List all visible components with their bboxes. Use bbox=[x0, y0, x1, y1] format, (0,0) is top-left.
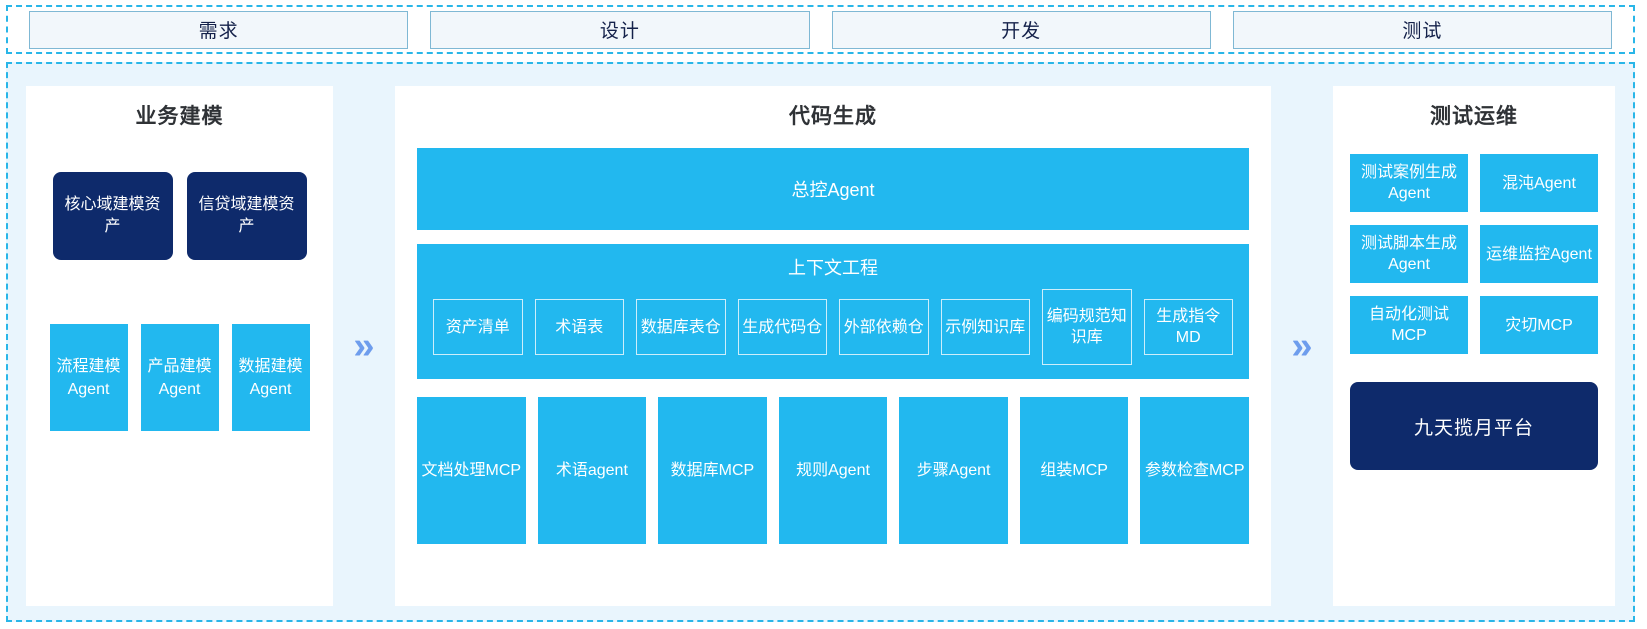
agent-card-process-modeling[interactable]: 流程建模Agent bbox=[49, 324, 128, 431]
context-chip-glossary[interactable]: 术语表 bbox=[534, 299, 624, 355]
phase-box-requirements[interactable]: 需求 bbox=[29, 10, 409, 49]
context-chip-generated-code-repo[interactable]: 生成代码仓 bbox=[737, 299, 827, 355]
business-asset-row: 核心域建模资产 信贷域建模资产 bbox=[26, 172, 333, 260]
panel-business-modeling: 业务建模 核心域建模资产 信贷域建模资产 流程建模Agent 产品建模Agent… bbox=[26, 86, 333, 606]
test-operations-grid: 测试案例生成Agent 混沌Agent 测试脚本生成Agent 运维监控Agen… bbox=[1350, 154, 1598, 354]
phase-box-testing[interactable]: 测试 bbox=[1232, 10, 1612, 49]
master-control-agent-bar[interactable]: 总控Agent bbox=[417, 148, 1249, 230]
context-chip-external-dependency-repo[interactable]: 外部依赖仓 bbox=[839, 299, 929, 355]
panel-code-generation: 代码生成 总控Agent 上下文工程 资产清单 术语表 数据库表仓 生成代码仓 … bbox=[395, 86, 1271, 606]
tool-card-assembly-mcp[interactable]: 组装MCP bbox=[1019, 397, 1129, 544]
panel-title-business-modeling: 业务建模 bbox=[135, 105, 224, 128]
phase-box-design[interactable]: 设计 bbox=[430, 10, 810, 49]
chevron-right-icon-left: » bbox=[353, 325, 375, 367]
phase-strip: 需求 设计 开发 测试 bbox=[6, 5, 1635, 54]
tool-card-database-mcp[interactable]: 数据库MCP bbox=[658, 397, 767, 544]
context-chip-coding-standard-knowledge-base[interactable]: 编码规范知识库 bbox=[1042, 289, 1132, 365]
context-chip-db-table-repo[interactable]: 数据库表仓 bbox=[636, 299, 726, 355]
phase-box-development[interactable]: 开发 bbox=[831, 10, 1211, 49]
tool-card-glossary-agent[interactable]: 术语agent bbox=[537, 397, 647, 544]
context-engineering-block: 上下文工程 资产清单 术语表 数据库表仓 生成代码仓 外部依赖仓 示例知识库 编… bbox=[417, 244, 1249, 379]
testops-card-automated-test-mcp[interactable]: 自动化测试MCP bbox=[1350, 296, 1468, 354]
chevron-right-icon-right: » bbox=[1291, 325, 1313, 367]
testops-card-disaster-switch-mcp[interactable]: 灾切MCP bbox=[1480, 296, 1598, 354]
testops-card-test-script-generation-agent[interactable]: 测试脚本生成Agent bbox=[1350, 225, 1468, 283]
testops-card-chaos-agent[interactable]: 混沌Agent bbox=[1480, 154, 1598, 212]
modeling-agent-row: 流程建模Agent 产品建模Agent 数据建模Agent bbox=[26, 324, 333, 431]
asset-card-credit-domain[interactable]: 信贷域建模资产 bbox=[186, 172, 307, 260]
panel-test-operations: 测试运维 测试案例生成Agent 混沌Agent 测试脚本生成Agent 运维监… bbox=[1333, 86, 1615, 606]
agent-card-data-modeling[interactable]: 数据建模Agent bbox=[231, 324, 310, 431]
tool-card-document-processing-mcp[interactable]: 文档处理MCP bbox=[417, 397, 526, 544]
context-chip-generation-instruction-md[interactable]: 生成指令MD bbox=[1143, 299, 1233, 355]
panel-title-test-operations: 测试运维 bbox=[1430, 105, 1518, 128]
architecture-diagram: 业务建模 核心域建模资产 信贷域建模资产 流程建模Agent 产品建模Agent… bbox=[6, 62, 1635, 622]
asset-card-core-domain[interactable]: 核心域建模资产 bbox=[52, 172, 173, 260]
platform-card-jiutian-lanyue[interactable]: 九天揽月平台 bbox=[1350, 382, 1598, 470]
tool-card-parameter-check-mcp[interactable]: 参数检查MCP bbox=[1140, 397, 1250, 544]
testops-card-ops-monitoring-agent[interactable]: 运维监控Agent bbox=[1480, 225, 1598, 283]
testops-card-test-case-generation-agent[interactable]: 测试案例生成Agent bbox=[1350, 154, 1468, 212]
code-generation-tool-row: 文档处理MCP 术语agent 数据库MCP 规则Agent 步骤Agent 组… bbox=[417, 397, 1250, 544]
agent-card-product-modeling[interactable]: 产品建模Agent bbox=[140, 324, 219, 431]
tool-card-rule-agent[interactable]: 规则Agent bbox=[778, 397, 888, 544]
context-chip-example-knowledge-base[interactable]: 示例知识库 bbox=[940, 299, 1030, 355]
tool-card-step-agent[interactable]: 步骤Agent bbox=[899, 397, 1008, 544]
context-chip-asset-inventory[interactable]: 资产清单 bbox=[433, 299, 523, 355]
context-engineering-items: 资产清单 术语表 数据库表仓 生成代码仓 外部依赖仓 示例知识库 编码规范知识库… bbox=[433, 289, 1233, 365]
context-engineering-title: 上下文工程 bbox=[788, 258, 878, 278]
panel-title-code-generation: 代码生成 bbox=[789, 105, 877, 128]
